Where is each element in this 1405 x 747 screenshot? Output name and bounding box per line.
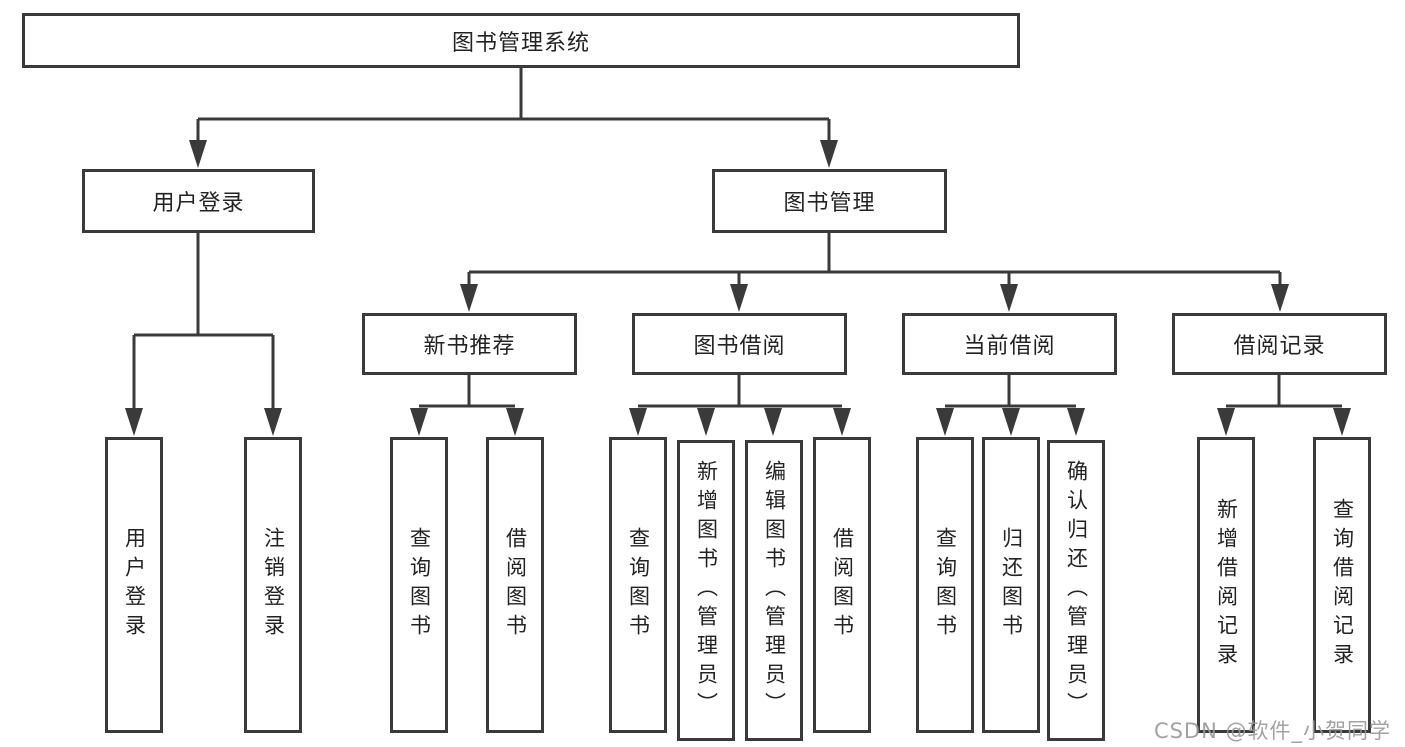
node-library-management-system: 图书管理系统 [22,13,1020,68]
leaf-search-books-recommend: 查询图书 [390,437,448,733]
leaf-search-books-current: 查询图书 [916,437,974,733]
node-new-book-recommendation: 新书推荐 [362,313,577,375]
leaf-search-books-current-label: 查询图书 [933,527,958,643]
leaf-edit-books-admin: 编辑图书（管理员） [745,440,803,741]
leaf-search-books-borrow: 查询图书 [609,437,667,733]
connector-book-management-to-level3 [460,233,1289,312]
connector-book-borrow-to-leaves [629,375,851,436]
connector-borrow-records-to-leaves [1217,375,1351,436]
leaf-search-books-borrow-label: 查询图书 [626,527,651,643]
leaf-add-borrow-record-label: 新增借阅记录 [1214,498,1239,672]
leaf-borrow-books: 借阅图书 [813,437,871,733]
node-book-borrowing: 图书借阅 [632,313,847,375]
leaf-search-borrow-record-label: 查询借阅记录 [1330,498,1355,672]
leaf-user-login: 用户登录 [105,437,163,733]
node-user-login: 用户登录 [82,169,315,233]
connector-current-borrow-to-leaves [936,375,1085,436]
leaf-return-books: 归还图书 [982,437,1040,733]
leaf-user-login-label: 用户登录 [122,527,147,643]
node-borrowing-records: 借阅记录 [1172,313,1387,375]
leaf-borrow-books-recommend: 借阅图书 [486,437,544,733]
leaf-logout-label: 注销登录 [261,527,286,643]
connector-root-to-level2 [189,68,838,168]
connector-user-login-to-leaves [125,233,282,436]
watermark-text: CSDN @软件_小贺同学 [1153,719,1391,743]
leaf-add-books-admin-label: 新增图书（管理员） [694,460,719,721]
leaf-edit-books-admin-label: 编辑图书（管理员） [762,460,787,721]
leaf-return-books-label: 归还图书 [999,527,1024,643]
leaf-add-books-admin: 新增图书（管理员） [677,440,735,741]
leaf-search-borrow-record: 查询借阅记录 [1313,437,1371,733]
leaf-confirm-return-admin: 确认归还（管理员） [1047,440,1105,741]
node-book-management: 图书管理 [712,169,947,233]
leaf-borrow-books-recommend-label: 借阅图书 [503,527,528,643]
leaf-borrow-books-label: 借阅图书 [830,527,855,643]
connector-new-book-to-leaves [410,375,524,436]
leaf-logout: 注销登录 [244,437,302,733]
leaf-add-borrow-record: 新增借阅记录 [1197,437,1255,733]
leaf-search-books-recommend-label: 查询图书 [407,527,432,643]
node-current-borrowing: 当前借阅 [902,313,1117,375]
leaf-confirm-return-admin-label: 确认归还（管理员） [1064,460,1089,721]
